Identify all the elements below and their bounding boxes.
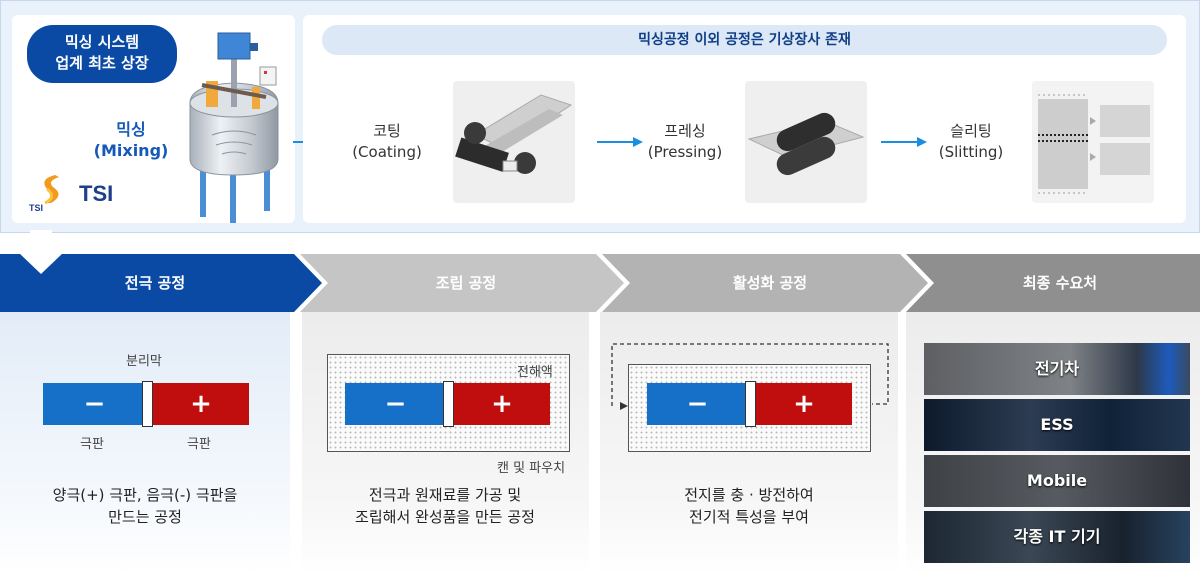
mixing-label-en: (Mixing) bbox=[93, 141, 169, 160]
separator-label: 분리막 bbox=[126, 354, 162, 369]
activation-desc-line2: 전기적 특성을 부여 bbox=[689, 508, 809, 526]
assembly-desc-line1: 전극과 원재료를 가공 및 bbox=[368, 486, 522, 504]
stage-chevron-activation bbox=[602, 254, 928, 312]
arrow-down-icon bbox=[18, 230, 64, 274]
arrow-right-icon bbox=[881, 137, 927, 147]
activation-desc-line1: 전지를 충 · 방전하여 bbox=[684, 486, 814, 504]
arrow-right-icon bbox=[597, 137, 643, 147]
step-pressing-en: (Pressing) bbox=[647, 143, 723, 161]
market-mobile: Mobile bbox=[924, 455, 1190, 507]
step-slitting-en: (Slitting) bbox=[938, 143, 1004, 161]
stage-chevron-assembly bbox=[300, 254, 624, 312]
badge-line1: 믹싱 시스템 bbox=[64, 33, 140, 51]
market-ev: 전기차 bbox=[924, 343, 1190, 395]
market-it-devices: 각종 IT 기기 bbox=[924, 511, 1190, 563]
plate-left-label: 극판 bbox=[80, 437, 104, 452]
mixing-card: 믹싱 시스템 업계 최초 상장 믹싱 (Mixing) bbox=[12, 15, 295, 223]
listing-badge: 믹싱 시스템 업계 최초 상장 bbox=[27, 25, 177, 83]
charge-cycle-icon bbox=[611, 343, 889, 410]
stage-chevron-market bbox=[906, 254, 1200, 312]
electrode-panel bbox=[0, 312, 290, 574]
negative-plate: − bbox=[647, 383, 748, 425]
mixer-tank-icon bbox=[189, 32, 279, 223]
step-slitting-label: 슬리팅 (Slitting) bbox=[916, 121, 1026, 163]
negative-plate: − bbox=[345, 383, 446, 425]
separator bbox=[745, 381, 756, 427]
step-coating-en: (Coating) bbox=[352, 143, 422, 161]
step-pressing-label: 프레싱 (Pressing) bbox=[630, 121, 740, 163]
positive-plate: + bbox=[756, 383, 852, 425]
positive-plate: + bbox=[454, 383, 550, 425]
badge-line2: 업계 최초 상장 bbox=[55, 54, 149, 72]
process-stage-bar bbox=[0, 254, 1200, 312]
coating-machine-icon bbox=[453, 81, 575, 203]
stage-label-assembly: 조립 공정 bbox=[435, 274, 497, 292]
mixing-label: 믹싱 (Mixing) bbox=[76, 119, 186, 161]
electrolyte-label: 전해액 bbox=[517, 365, 553, 380]
logo-small-text: TSI bbox=[29, 203, 44, 213]
separator bbox=[142, 381, 153, 427]
slitting-machine-icon bbox=[1032, 81, 1154, 203]
electrode-desc-line1: 양극(+) 극판, 음극(-) 극판을 bbox=[52, 486, 238, 504]
stage-label-market: 최종 수요처 bbox=[1022, 274, 1098, 292]
tsi-logo: TSI TSI bbox=[29, 173, 119, 215]
mixing-label-ko: 믹싱 bbox=[116, 120, 146, 139]
process-header: 믹싱공정 이외 공정은 기상장사 존재 bbox=[322, 25, 1167, 55]
electrode-description: 양극(+) 극판, 음극(-) 극판을 만드는 공정 bbox=[20, 484, 270, 528]
step-pressing-ko: 프레싱 bbox=[664, 122, 706, 140]
stage-chevron-electrode bbox=[0, 254, 322, 312]
market-ess: ESS bbox=[924, 399, 1190, 451]
activation-description: 전지를 충 · 방전하여 전기적 특성을 부여 bbox=[624, 484, 874, 528]
separator bbox=[443, 381, 454, 427]
negative-plate: − bbox=[43, 383, 146, 425]
top-panel: 믹싱 시스템 업계 최초 상장 믹싱 (Mixing) bbox=[0, 0, 1200, 233]
can-pouch-label: 캔 및 파우치 bbox=[497, 461, 566, 476]
positive-plate: + bbox=[153, 383, 249, 425]
assembly-description: 전극과 원재료를 가공 및 조립해서 완성품을 만든 공정 bbox=[320, 484, 570, 528]
plate-right-label: 극판 bbox=[187, 437, 211, 452]
step-coating-ko: 코팅 bbox=[373, 122, 401, 140]
stage-label-electrode: 전극 공정 bbox=[124, 274, 186, 292]
step-coating-label: 코팅 (Coating) bbox=[332, 121, 442, 163]
stage-label-activation: 활성화 공정 bbox=[732, 274, 808, 292]
process-card: 믹싱공정 이외 공정은 기상장사 존재 코팅 (Coating) 프레싱 (Pr… bbox=[303, 15, 1186, 223]
tsi-logo-icon bbox=[44, 175, 59, 205]
logo-text: TSI bbox=[79, 181, 114, 206]
assembly-desc-line2: 조립해서 완성품을 만든 공정 bbox=[355, 508, 535, 526]
electrode-desc-line2: 만드는 공정 bbox=[108, 508, 182, 526]
pressing-machine-icon bbox=[745, 81, 867, 203]
step-slitting-ko: 슬리팅 bbox=[950, 122, 992, 140]
